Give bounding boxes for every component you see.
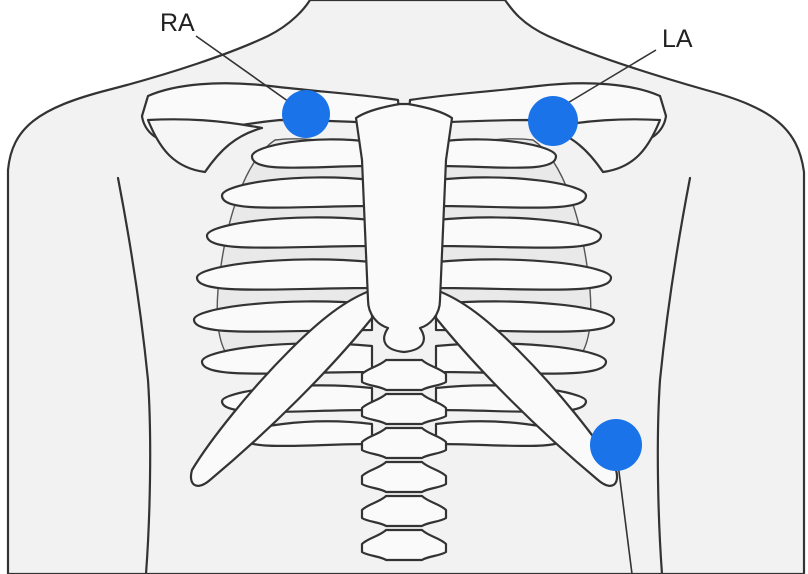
la-electrode bbox=[528, 96, 578, 146]
lower-left-electrode bbox=[590, 419, 642, 471]
ra-label: RA bbox=[160, 9, 195, 37]
ra-electrode bbox=[282, 90, 330, 138]
la-label: LA bbox=[662, 25, 693, 53]
